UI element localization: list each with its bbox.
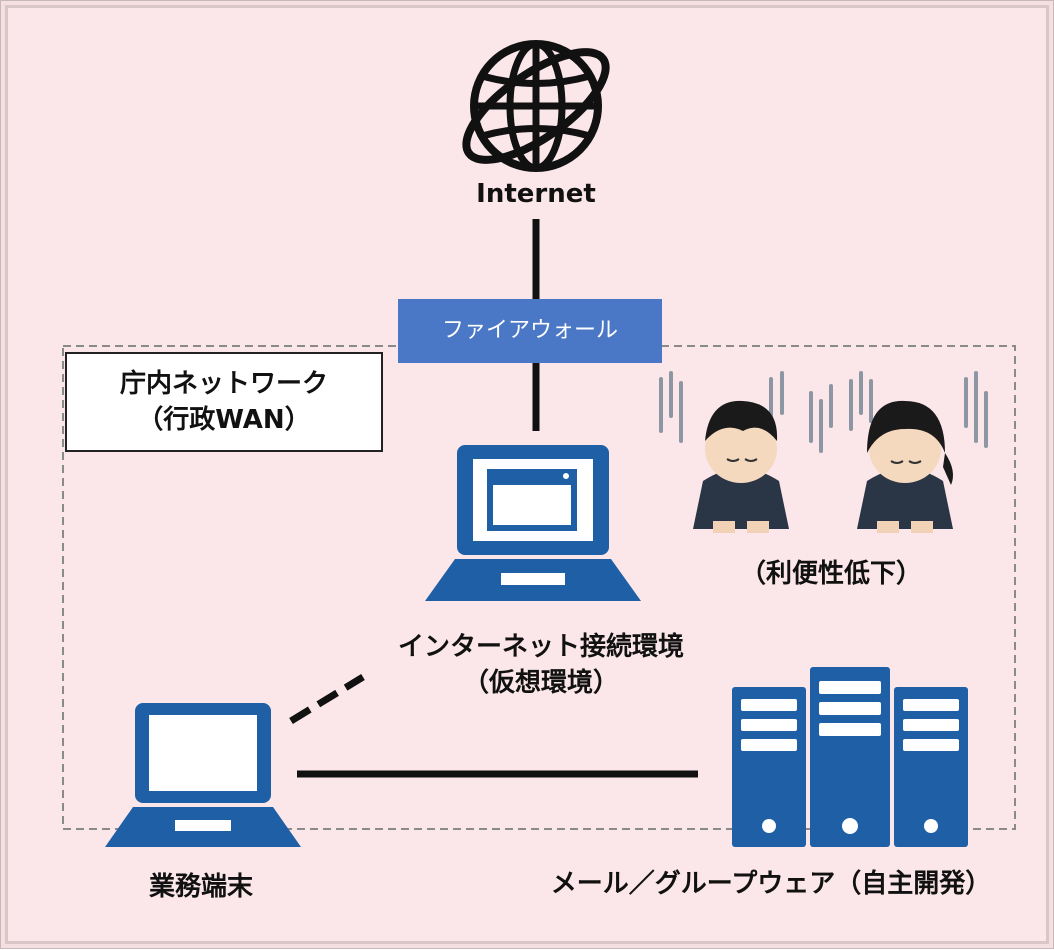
network-title-line1: 庁内ネットワーク <box>119 369 328 399</box>
internet-env-label-line1: インターネット接続環境 <box>397 632 684 662</box>
server-label: メール／グループウェア（自主開発） <box>550 869 992 899</box>
internet-label: Internet <box>476 179 596 209</box>
laptop-icon-center <box>425 445 641 601</box>
laptop-icon-terminal <box>105 703 301 847</box>
outer-frame <box>5 5 1049 944</box>
network-title-line2: （行政WAN） <box>137 405 311 435</box>
server-icon <box>732 667 968 847</box>
internet-env-label-line2: （仮想環境） <box>462 668 619 698</box>
network-title-box: 庁内ネットワーク （行政WAN） <box>65 352 383 452</box>
person-icon-1 <box>693 400 789 533</box>
firewall-box: ファイアウォール <box>398 299 662 363</box>
globe-icon <box>462 40 610 172</box>
person-icon-2 <box>857 400 953 533</box>
complaint-label: （利便性低下） <box>739 559 922 589</box>
terminal-label: 業務端末 <box>148 872 253 902</box>
virtual-link <box>289 674 365 724</box>
